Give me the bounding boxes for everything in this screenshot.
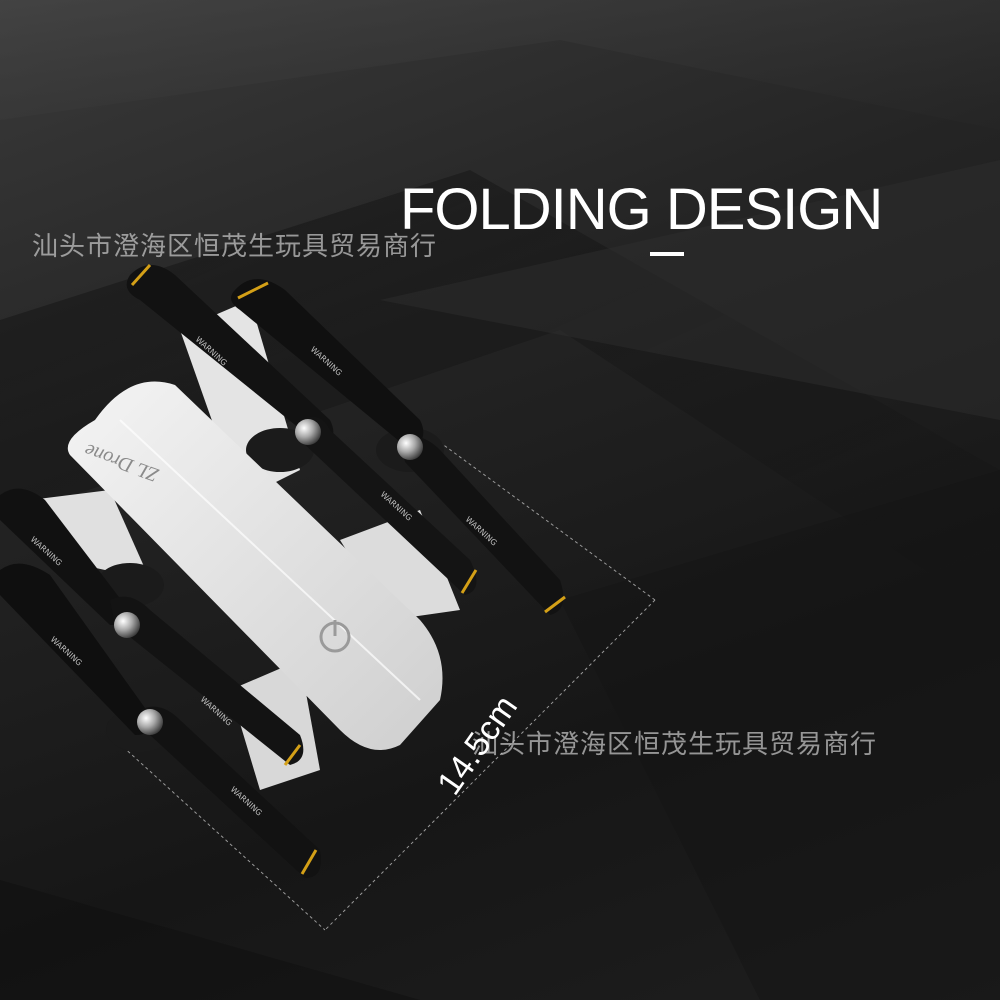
headline-title: FOLDING DESIGN [400, 177, 883, 242]
watermark-top: 汕头市澄海区恒茂生玩具贸易商行 [32, 232, 438, 262]
dimension-guide-top [429, 434, 656, 601]
drone-body [67, 381, 443, 750]
propeller-3 [0, 488, 304, 766]
prop-hub-3 [114, 612, 140, 638]
prop-hub-4 [137, 709, 163, 735]
propeller-2 [231, 279, 566, 615]
motor-top-left [246, 428, 314, 472]
prop-hub-2 [397, 434, 423, 460]
propeller-1 [126, 263, 478, 595]
headline-underline [650, 252, 684, 256]
propeller-4 [0, 563, 321, 878]
prop-hub-1 [295, 419, 321, 445]
dimension-guide-bottom [109, 734, 326, 931]
watermark-bottom: 汕头市澄海区恒茂生玩具贸易商行 [472, 730, 878, 760]
